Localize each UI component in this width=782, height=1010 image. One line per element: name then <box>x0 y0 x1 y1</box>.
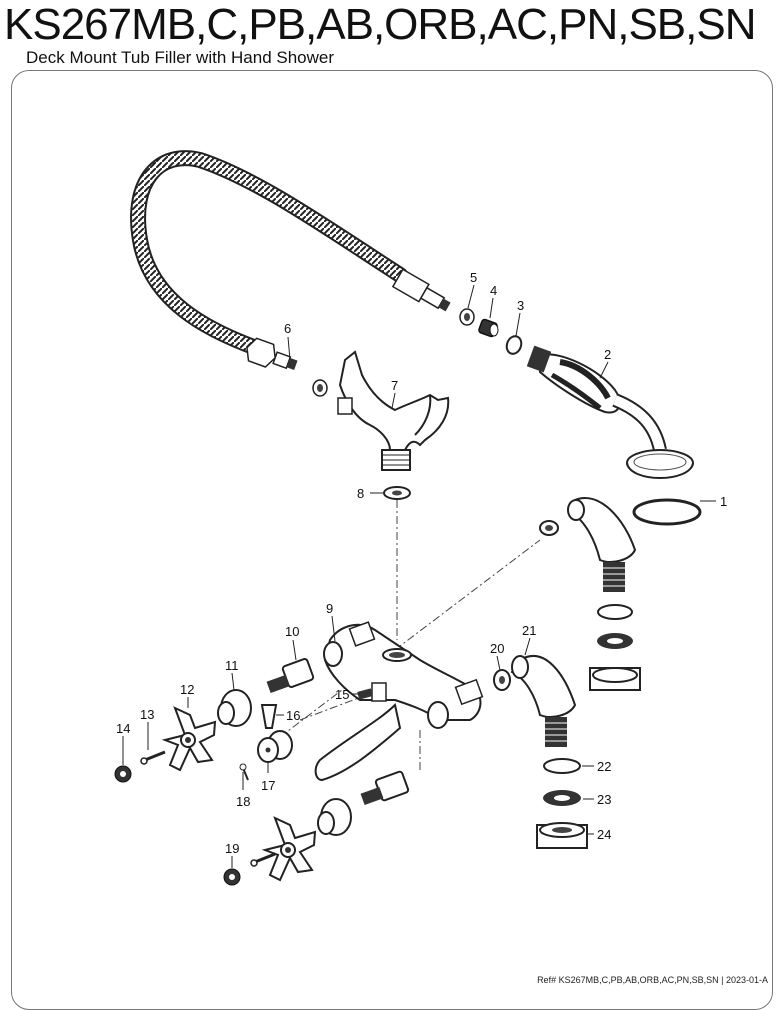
part-1-ring <box>632 498 702 526</box>
lower-handle <box>261 816 317 882</box>
part-label: 23 <box>597 792 611 807</box>
leader-lines <box>122 284 716 868</box>
part-8-washer <box>383 486 411 500</box>
page-title: KS267MB,C,PB,AB,ORB,AC,PN,SB,SN <box>4 0 756 49</box>
part-label: 6 <box>284 321 291 336</box>
part-label: 4 <box>490 283 497 298</box>
page-subtitle: Deck Mount Tub Filler with Hand Shower <box>26 48 335 67</box>
part-11-sleeve <box>217 689 252 727</box>
part-label: 18 <box>236 794 250 809</box>
part-label: 5 <box>470 270 477 285</box>
part-19-cap <box>223 852 276 886</box>
part-6-washer <box>312 379 328 397</box>
part-23-gasket <box>543 790 581 806</box>
part-5-washer <box>459 308 475 326</box>
part-label: 13 <box>140 707 154 722</box>
part-22-washer <box>543 758 581 774</box>
part-label: 9 <box>326 601 333 616</box>
part-14-cap <box>114 765 132 783</box>
part-label: 16 <box>286 708 300 723</box>
part-label: 15 <box>335 687 349 702</box>
part-label: 22 <box>597 759 611 774</box>
part-label: 24 <box>597 827 611 842</box>
part-4-restrictor <box>478 318 499 338</box>
centerlines <box>279 500 541 770</box>
part-label: 12 <box>180 682 194 697</box>
part-label: 8 <box>357 486 364 501</box>
part-24-locknut <box>536 822 588 849</box>
part-2-hand-shower <box>526 345 694 479</box>
part-label: 1 <box>720 494 727 509</box>
part-17-diverter <box>257 730 293 763</box>
part-label: 14 <box>116 721 130 736</box>
part-10-cartridge <box>266 658 315 694</box>
part-12-handle <box>161 706 217 772</box>
part-label: 3 <box>517 298 524 313</box>
upper-right-elbow <box>567 497 641 691</box>
part-label: 11 <box>225 658 239 673</box>
part-7-cradle <box>337 350 450 471</box>
part-label: 17 <box>261 778 275 793</box>
part-label: 7 <box>391 378 398 393</box>
lower-cartridge <box>317 770 410 836</box>
part-20-washer <box>493 669 511 691</box>
part-label: 20 <box>490 641 504 656</box>
part-label: 21 <box>522 623 536 638</box>
part-20-nut <box>539 520 559 536</box>
part-15-stub <box>357 688 373 700</box>
part-3-oring <box>505 335 523 355</box>
part-label: 19 <box>225 841 239 856</box>
part-18-setscrew <box>239 763 249 781</box>
hose <box>130 150 451 371</box>
part-label: 10 <box>285 624 299 639</box>
reference-footer: Ref# KS267MB,C,PB,AB,ORB,AC,PN,SB,SN | 2… <box>537 975 768 985</box>
part-16-diverter-lever <box>260 704 278 729</box>
exploded-parts-diagram: 1 2 3 4 5 6 7 8 9 10 11 12 13 14 15 16 1… <box>114 150 727 886</box>
part-13-screw <box>140 750 166 765</box>
part-21-elbow <box>510 655 577 747</box>
part-label: 2 <box>604 347 611 362</box>
part-number-labels: 1 2 3 4 5 6 7 8 9 10 11 12 13 14 15 16 1… <box>116 270 727 856</box>
